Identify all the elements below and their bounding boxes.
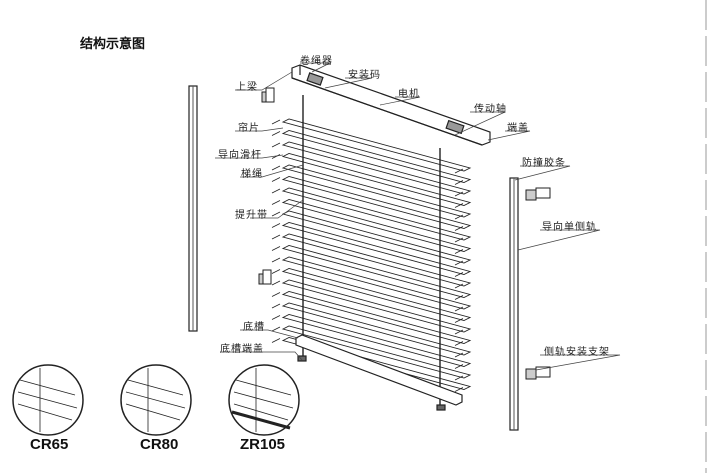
slat — [281, 210, 472, 264]
slat-guide-rod-end — [271, 142, 464, 197]
slat — [281, 256, 472, 310]
label-roller: 卷绳器 — [300, 56, 333, 67]
detail-cr65 — [12, 364, 84, 436]
slat — [281, 302, 472, 356]
slat-guide-rod-end — [271, 119, 464, 174]
bottom-rail — [295, 334, 463, 411]
slat — [281, 199, 472, 252]
slat — [281, 279, 472, 333]
slat-guide-rod-end — [271, 315, 464, 369]
label-lift-tape: 提升带 — [235, 210, 268, 221]
slat-guide-rod-end — [271, 154, 464, 208]
slat-guide-rod-end — [271, 211, 464, 266]
slat-guide-rod-end — [271, 269, 464, 323]
slat — [281, 325, 472, 379]
leader-lines — [215, 62, 621, 371]
model-label-cr80: CR80 — [140, 436, 179, 453]
slat — [281, 314, 472, 367]
slat-guide-rod-end — [271, 292, 464, 346]
slat — [281, 222, 472, 275]
model-label-cr65: CR65 — [30, 436, 69, 453]
slat-guide-rod-end — [271, 223, 464, 277]
right-bracket-bottom-icon — [525, 366, 551, 380]
slat-guide-rod-end — [271, 257, 464, 312]
model-label-zr105: ZR105 — [240, 436, 286, 453]
label-slat: 帘片 — [238, 123, 260, 134]
slat-guide-rod-end — [271, 326, 464, 381]
slat-stack — [271, 118, 472, 392]
label-bumper-strip: 防撞胶条 — [522, 158, 566, 169]
slat — [281, 130, 472, 183]
slat-guide-rod-end — [271, 338, 464, 392]
slat — [281, 118, 472, 172]
label-bottom-end-cap: 底槽端盖 — [220, 344, 264, 355]
slat — [281, 176, 472, 229]
slat-guide-rod-end — [271, 234, 464, 289]
slat — [281, 291, 472, 344]
label-ladder-cord: 梯绳 — [241, 169, 263, 180]
slat — [281, 153, 472, 206]
label-end-cap: 端盖 — [507, 123, 529, 134]
detail-zr105 — [228, 364, 300, 436]
top-bracket-icon — [261, 87, 275, 103]
diagram-title: 结构示意图 — [80, 37, 146, 52]
slat-guide-rod-end — [271, 165, 464, 220]
slat — [281, 187, 472, 241]
label-drive-shaft: 传动轴 — [474, 104, 507, 115]
slat — [281, 233, 472, 287]
slat — [281, 164, 472, 218]
slat-guide-rod-end — [271, 131, 464, 185]
slat — [281, 245, 472, 298]
label-single-side-rail: 导向单侧轨 — [542, 222, 597, 233]
right-side-rail — [509, 177, 519, 431]
left-bracket-icon — [258, 269, 272, 285]
detail-cr80 — [120, 364, 192, 436]
slat-guide-rod-end — [271, 303, 464, 358]
slat-guide-rod-end — [271, 188, 464, 243]
slat — [281, 268, 472, 321]
label-mount-clip: 安装码 — [348, 70, 381, 81]
left-side-rail — [188, 85, 198, 332]
slat-guide-rod-end — [271, 280, 464, 335]
slat-guide-rod-end — [271, 246, 464, 300]
label-bottom-rail: 底槽 — [243, 322, 265, 333]
label-side-rail-bracket: 侧轨安装支架 — [544, 347, 610, 358]
right-bracket-top-icon — [525, 187, 551, 201]
label-guide-rod: 导向滑杆 — [218, 150, 262, 161]
label-top-rail: 上梁 — [236, 82, 258, 93]
slat — [281, 141, 472, 195]
slat-guide-rod-end — [271, 200, 464, 254]
top-rail — [291, 64, 491, 146]
label-motor: 电机 — [398, 89, 420, 100]
slat-guide-rod-end — [271, 177, 464, 231]
